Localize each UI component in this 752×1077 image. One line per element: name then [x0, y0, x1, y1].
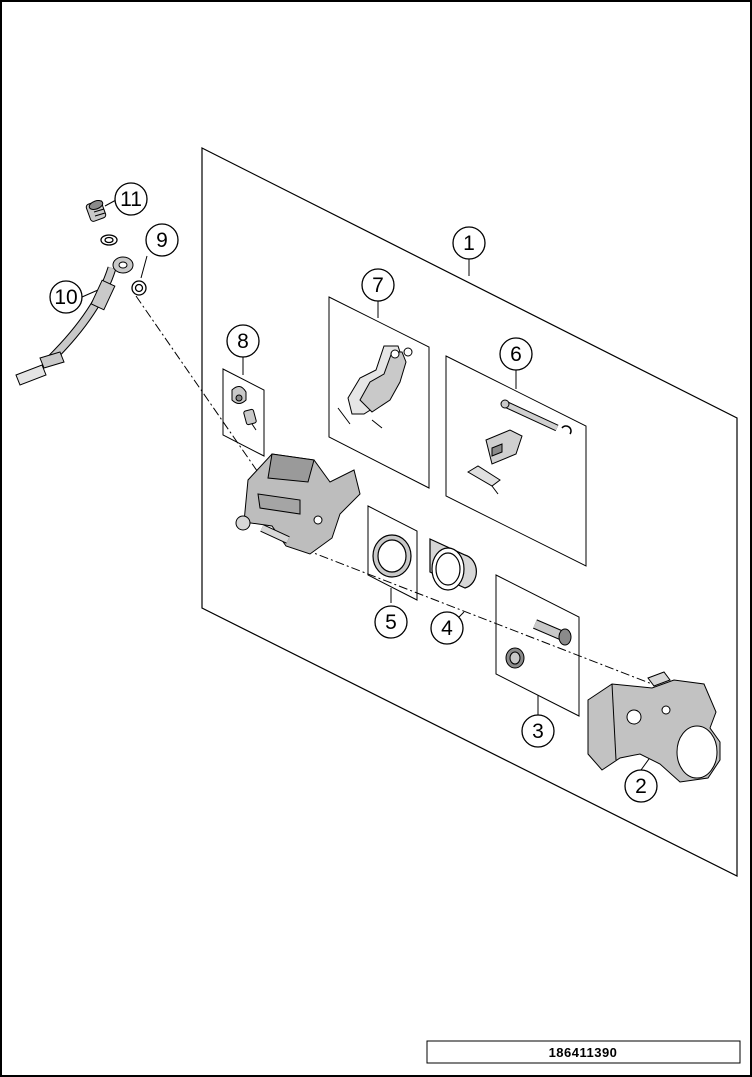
assembly-axes — [135, 295, 653, 685]
callout-label: 5 — [385, 611, 397, 634]
assembly-frame — [201, 147, 738, 877]
callout-10: 10 — [49, 280, 83, 314]
callout-label: 9 — [156, 229, 168, 252]
brake-pads — [337, 345, 413, 429]
callout-circle — [374, 605, 408, 639]
piston — [429, 538, 477, 591]
callout-label: 8 — [237, 330, 249, 353]
guide-pin — [505, 619, 572, 669]
callout-9: 9 — [145, 223, 179, 257]
callout-circle — [430, 611, 464, 645]
callout-circle — [361, 268, 395, 302]
bleeder-valve — [231, 386, 257, 431]
caliper-housing — [235, 453, 361, 555]
callout-label: 3 — [532, 720, 544, 743]
guide-pin-box — [495, 574, 580, 717]
callout-circle — [145, 223, 179, 257]
callout-6: 6 — [499, 337, 533, 371]
bleeder-kit-box — [222, 368, 265, 457]
callout-11: 11 — [114, 182, 148, 216]
caliper-bracket — [587, 671, 721, 783]
callout-8: 8 — [226, 324, 260, 358]
callout-2: 2 — [624, 769, 658, 803]
callout-label: 6 — [510, 343, 522, 366]
callout-circle — [521, 714, 555, 748]
callout-3: 3 — [521, 714, 555, 748]
seal-box — [367, 505, 418, 601]
callout-circle — [452, 226, 486, 260]
callout-circle — [49, 280, 83, 314]
callout-circle — [114, 182, 148, 216]
callout-label: 1 — [463, 232, 475, 255]
pin-kit-box — [445, 355, 587, 567]
callout-circle — [624, 769, 658, 803]
callout-label: 4 — [441, 617, 453, 640]
drawing-number: 186411390 — [549, 1045, 618, 1060]
brake-hose — [15, 256, 134, 386]
callout-layer: 1 2 3 4 5 6 7 8 9 10 11 — [49, 182, 658, 803]
callout-label: 7 — [372, 274, 384, 297]
callout-label: 2 — [635, 775, 647, 798]
brake-pads-box — [328, 296, 430, 489]
callout-circle — [226, 324, 260, 358]
sealing-washers — [100, 234, 147, 296]
callout-4: 4 — [430, 611, 464, 645]
callout-5: 5 — [374, 605, 408, 639]
callout-label: 10 — [54, 286, 77, 309]
banjo-bolt — [85, 200, 107, 222]
callout-1: 1 — [452, 226, 486, 260]
callout-label: 11 — [120, 188, 142, 211]
piston-seal — [372, 534, 412, 578]
pin-kit — [467, 399, 572, 495]
callout-circle — [499, 337, 533, 371]
callout-7: 7 — [361, 268, 395, 302]
drawing-number-box — [426, 1040, 741, 1064]
